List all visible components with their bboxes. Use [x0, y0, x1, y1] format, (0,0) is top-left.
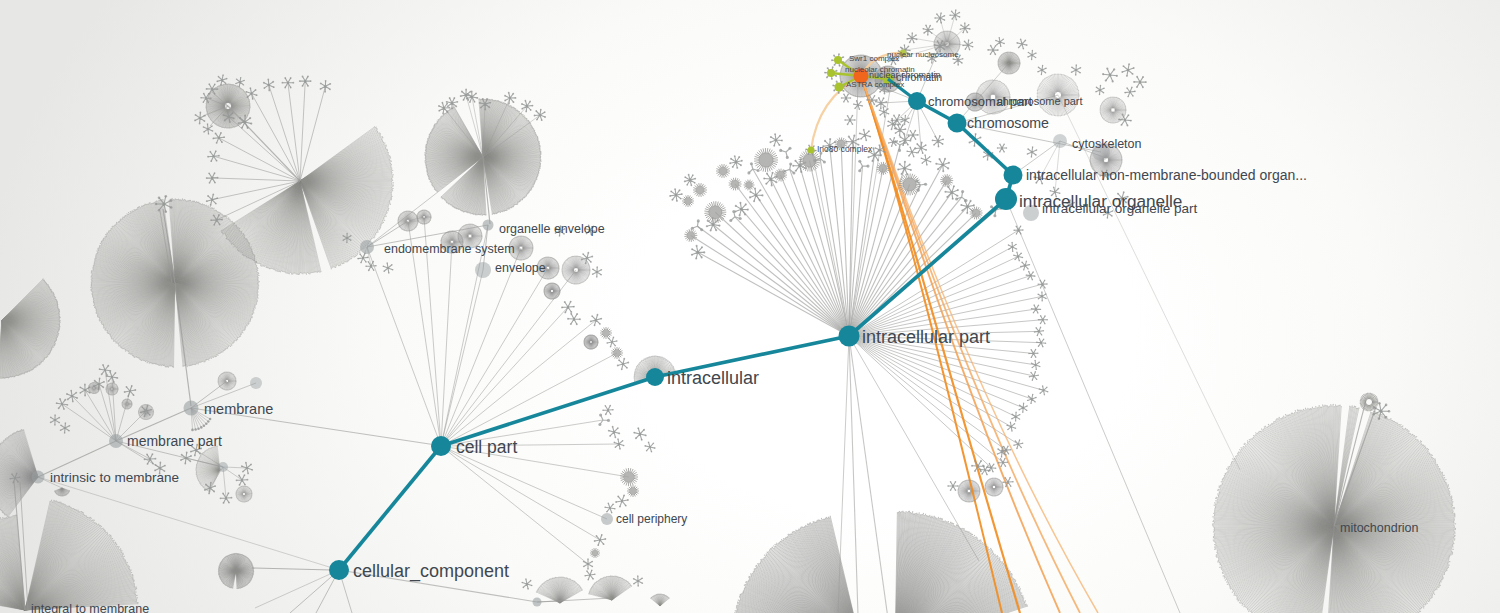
svg-text:endomembrane system: endomembrane system [384, 242, 515, 256]
svg-text:intracellular non-membrane-bou: intracellular non-membrane-bounded organ… [1026, 167, 1307, 183]
svg-text:membrane: membrane [204, 401, 273, 417]
svg-text:nuclear nucleosome: nuclear nucleosome [887, 50, 959, 59]
svg-text:Ino80 complex: Ino80 complex [817, 144, 873, 154]
svg-text:organelle envelope: organelle envelope [499, 222, 605, 236]
svg-text:envelope: envelope [495, 261, 546, 275]
svg-text:intracellular organelle part: intracellular organelle part [1042, 201, 1198, 216]
svg-text:intrinsic to membrane: intrinsic to membrane [50, 470, 179, 485]
svg-text:chromosome part: chromosome part [997, 95, 1083, 107]
svg-text:cytoskeleton: cytoskeleton [1072, 137, 1142, 151]
svg-text:chromosome: chromosome [967, 115, 1049, 131]
svg-text:cell periphery: cell periphery [616, 512, 687, 526]
svg-text:mitochondrion: mitochondrion [1340, 521, 1419, 535]
svg-text:cellular_component: cellular_component [353, 561, 509, 582]
svg-text:intracellular: intracellular [667, 368, 759, 388]
svg-text:membrane part: membrane part [127, 433, 222, 449]
svg-text:cell part: cell part [456, 437, 517, 457]
svg-text:chromatin: chromatin [896, 71, 942, 83]
svg-text:integral to membrane: integral to membrane [31, 602, 149, 613]
svg-text:intracellular part: intracellular part [862, 327, 990, 347]
